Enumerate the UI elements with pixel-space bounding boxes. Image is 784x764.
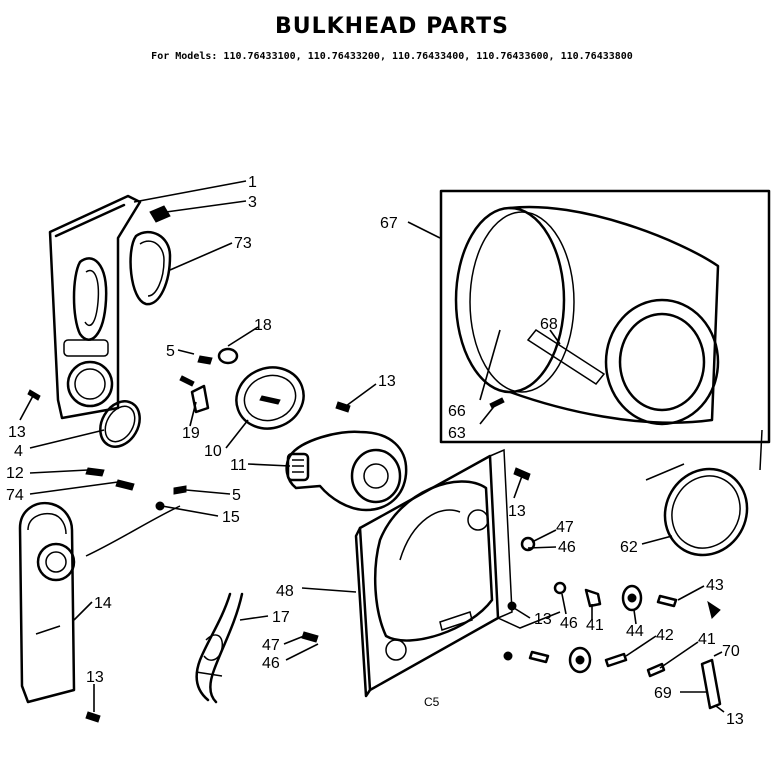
leader-lines: [19, 180, 725, 713]
callout-41: 41: [698, 631, 716, 648]
callout-68: 68: [540, 316, 558, 333]
callout-44: 44: [626, 623, 644, 640]
callout-13: 13: [726, 711, 744, 728]
callout-66: 66: [448, 403, 466, 420]
callout-12: 12: [6, 465, 24, 482]
callout-69: 69: [654, 685, 672, 702]
callout-67: 67: [380, 215, 398, 232]
callout-18: 18: [254, 317, 272, 334]
callout-46: 46: [262, 655, 280, 672]
callout-46: 46: [558, 539, 576, 556]
callout-41: 41: [586, 617, 604, 634]
small-screws: [27, 355, 351, 723]
part-10-pulley: [235, 366, 305, 430]
callout-10: 10: [204, 443, 222, 460]
rear-hardware: [85, 467, 722, 710]
callout-46: 46: [560, 615, 578, 632]
callout-73: 73: [234, 235, 252, 252]
callout-15: 15: [222, 509, 240, 526]
callout-62: 62: [620, 539, 638, 556]
callout-5: 5: [232, 487, 241, 504]
callout-1: 1: [248, 174, 257, 191]
callout-11: 11: [230, 457, 247, 474]
part-11-blower: [285, 430, 408, 512]
part-67-drum-box: [439, 189, 771, 444]
callout-4: 4: [14, 443, 23, 460]
callout-13: 13: [8, 424, 26, 441]
part-18-bracket: [217, 347, 239, 365]
callout-13: 13: [378, 373, 396, 390]
callout-13: 13: [86, 669, 104, 686]
callout-labels: 1 3 73 13 4 12 74 5 18 19 10 11 13 5 15 …: [6, 174, 744, 728]
part-1-front-panel: [48, 194, 142, 420]
callout-17: 17: [272, 609, 290, 626]
part-14-support-panel: [18, 501, 76, 704]
callout-42: 42: [656, 627, 674, 644]
callout-63: 63: [448, 425, 466, 442]
callout-48: 48: [276, 583, 294, 600]
part-73-gasket: [129, 230, 172, 306]
callout-74: 74: [6, 487, 24, 504]
callout-70: 70: [722, 643, 740, 660]
diagram-title: BULKHEAD PARTS: [274, 14, 510, 39]
callout-43: 43: [706, 577, 724, 594]
callout-13: 13: [534, 611, 552, 628]
part-62-seal-ring: [645, 429, 763, 557]
callout-14: 14: [94, 595, 112, 612]
callout-47: 47: [556, 519, 574, 536]
footer-code: C5: [424, 695, 440, 709]
callout-5: 5: [166, 343, 175, 360]
callout-47: 47: [262, 637, 280, 654]
part-3-clip: [149, 205, 171, 223]
callout-19: 19: [182, 425, 200, 442]
models-line: For Models: 110.76433100, 110.76433200, …: [151, 51, 633, 62]
part-17-harness: [195, 592, 244, 704]
callout-3: 3: [248, 194, 257, 211]
callout-13: 13: [508, 503, 526, 520]
part-4-ring: [99, 400, 141, 448]
